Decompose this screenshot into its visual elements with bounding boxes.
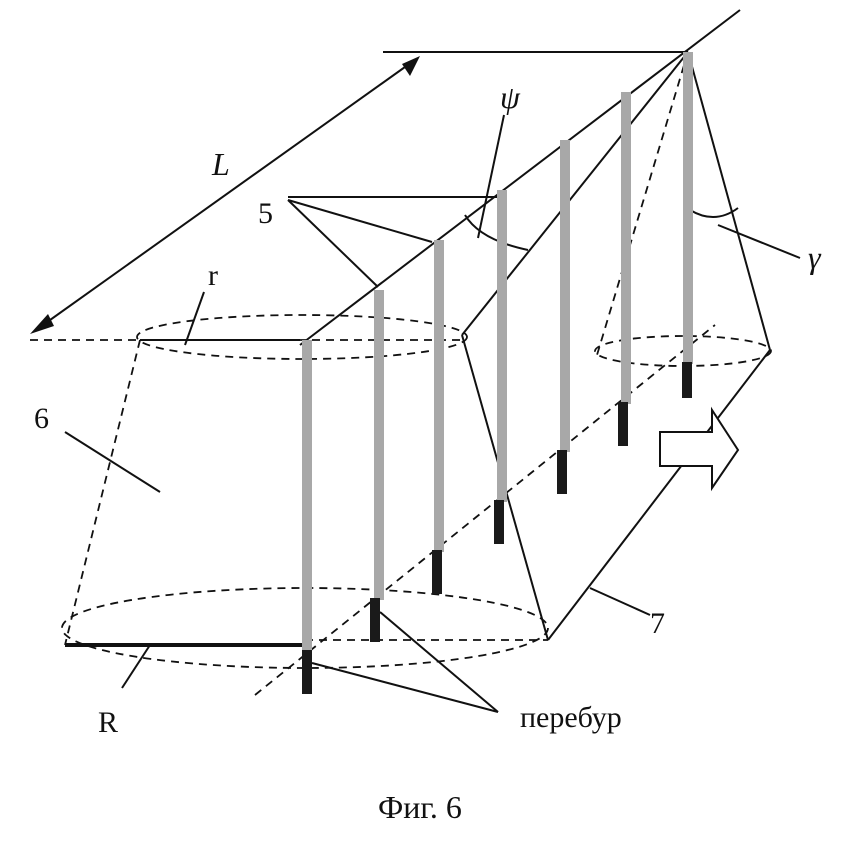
borehole-overdrill xyxy=(682,362,692,398)
borehole-charge xyxy=(434,240,444,552)
label-L: L xyxy=(211,146,230,182)
borehole xyxy=(432,240,444,594)
borehole-overdrill xyxy=(432,550,442,594)
borehole-overdrill xyxy=(618,402,628,446)
borehole-overdrill xyxy=(557,450,567,494)
cone-right-edge xyxy=(688,52,770,350)
dimension-L-arrow-start xyxy=(30,314,54,334)
leader-6 xyxy=(65,432,160,492)
borehole-charge xyxy=(497,190,507,502)
label-gamma: γ xyxy=(808,239,822,275)
leader-7 xyxy=(590,588,650,615)
borehole-overdrill xyxy=(302,650,312,694)
borehole-charge xyxy=(374,290,384,600)
borehole xyxy=(370,290,384,642)
borehole xyxy=(557,140,570,494)
borehole xyxy=(682,52,693,398)
dashed-cylinder-edge xyxy=(65,340,140,645)
dashed-cone-back-edge xyxy=(597,52,688,355)
label-R: R xyxy=(98,706,118,739)
borehole-charge xyxy=(560,140,570,452)
borehole xyxy=(618,92,631,446)
borehole-overdrill xyxy=(494,500,504,544)
dimension-L-arrow-end xyxy=(402,56,420,76)
gamma-leader xyxy=(718,225,800,258)
label-7: 7 xyxy=(650,607,665,640)
hole-axis-line xyxy=(300,10,740,345)
label-r: r xyxy=(208,259,218,292)
borehole xyxy=(302,340,312,694)
borehole-overdrill xyxy=(370,598,380,642)
figure-caption: Фиг. 6 xyxy=(378,789,462,825)
label-6: 6 xyxy=(34,402,49,435)
borehole-charge xyxy=(683,52,693,364)
borehole-charge xyxy=(302,340,312,650)
borehole-charge xyxy=(621,92,631,404)
cone-generatrix-upper xyxy=(462,52,688,335)
label-psi: ψ xyxy=(500,79,521,115)
psi-angle-arc xyxy=(465,215,528,250)
advance-direction-arrow-icon xyxy=(660,410,738,488)
label-5: 5 xyxy=(258,197,273,230)
dashed-construction xyxy=(30,52,771,695)
leader-R xyxy=(122,645,150,688)
leader-r xyxy=(185,292,204,345)
borehole xyxy=(494,190,507,544)
label-overdrill: перебур xyxy=(520,701,622,734)
cone-lower-edge xyxy=(548,350,770,640)
